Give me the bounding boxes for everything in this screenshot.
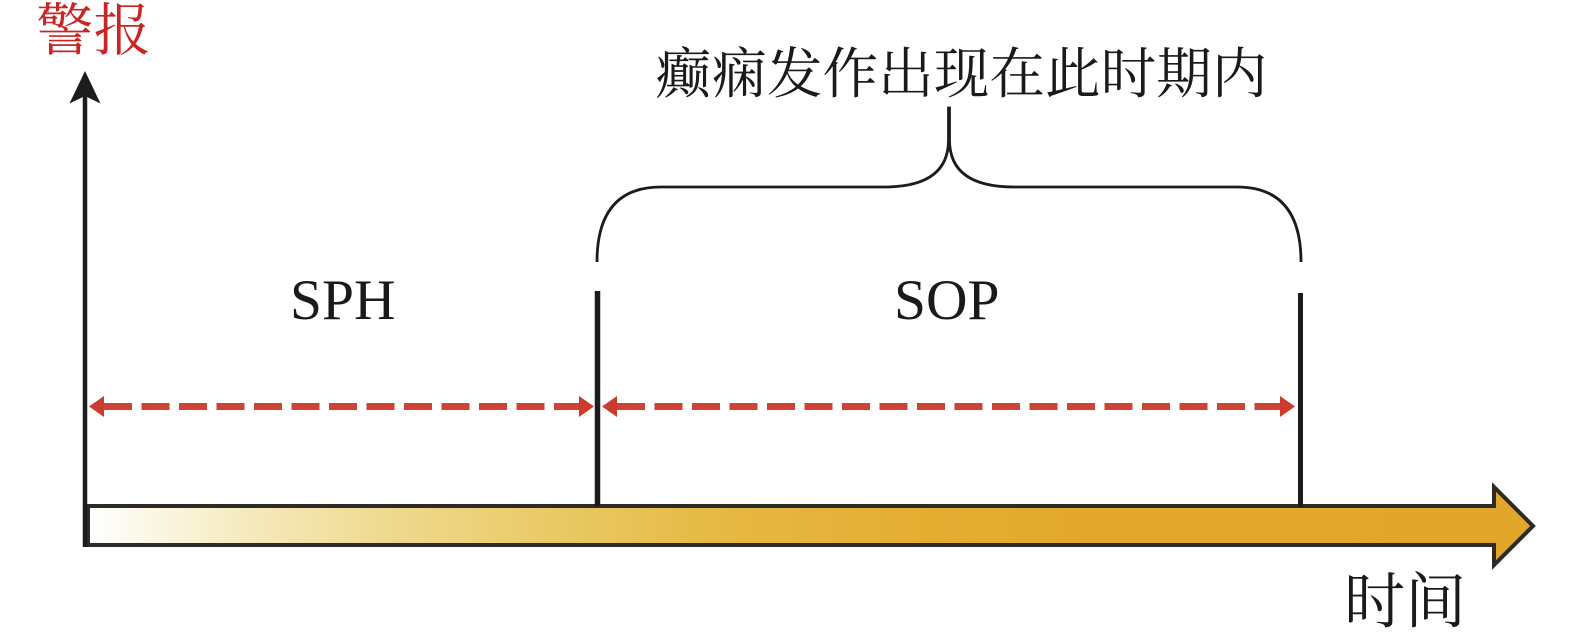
svg-text:SPH: SPH bbox=[290, 269, 395, 332]
svg-text:SOP: SOP bbox=[894, 269, 999, 332]
